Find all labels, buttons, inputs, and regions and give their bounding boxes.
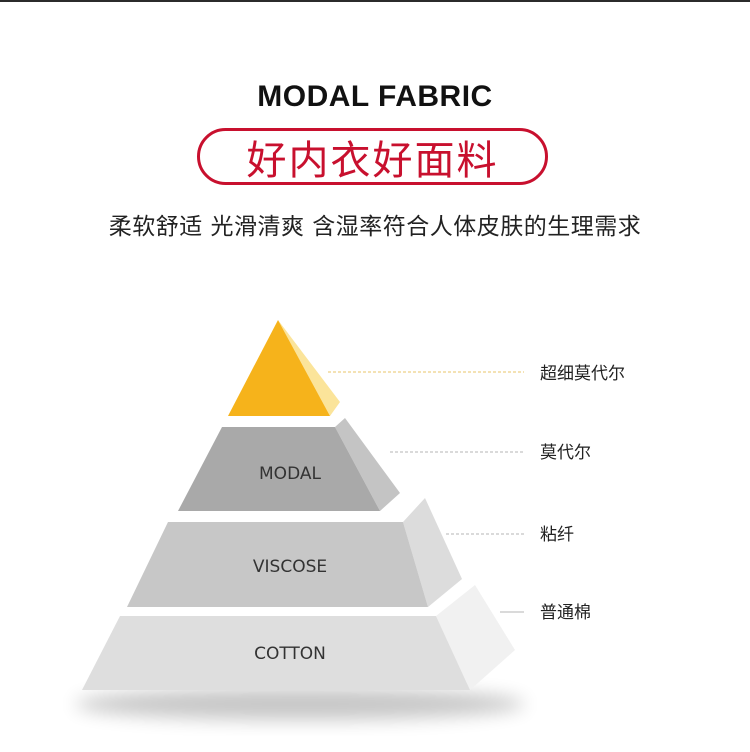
tier-viscose-label: VISCOSE	[253, 557, 327, 577]
tier-modal-label: MODAL	[259, 464, 321, 484]
tier-viscose-front-face	[127, 522, 428, 607]
top-divider	[0, 0, 750, 2]
tier-modal	[178, 418, 400, 511]
tier-top	[228, 320, 340, 416]
tier-top-right-face	[278, 320, 340, 416]
tier-viscose-right-face	[403, 498, 462, 607]
tier-cotton	[82, 585, 515, 690]
side-label-cotton: 普通棉	[540, 603, 591, 623]
tier-modal-front-face	[178, 427, 380, 511]
tier-cotton-label: COTTON	[254, 644, 326, 664]
side-label-viscose: 粘纤	[540, 525, 574, 545]
tier-cotton-front-face	[82, 616, 470, 690]
tier-viscose	[127, 498, 462, 607]
tier-modal-right-face	[335, 418, 400, 511]
subtitle-badge: 好内衣好面料	[197, 128, 548, 185]
subtitle-text: 好内衣好面料	[246, 137, 499, 184]
page-title: MODAL FABRIC	[257, 80, 493, 113]
side-label-ultrafine-modal: 超细莫代尔	[540, 364, 625, 384]
tier-cotton-right-face	[436, 585, 515, 690]
tier-top-front-face	[228, 320, 330, 416]
pyramid-shadow	[75, 688, 525, 720]
tagline: 柔软舒适 光滑清爽 含湿率符合人体皮肤的生理需求	[108, 214, 642, 240]
side-label-modal: 莫代尔	[540, 443, 591, 463]
